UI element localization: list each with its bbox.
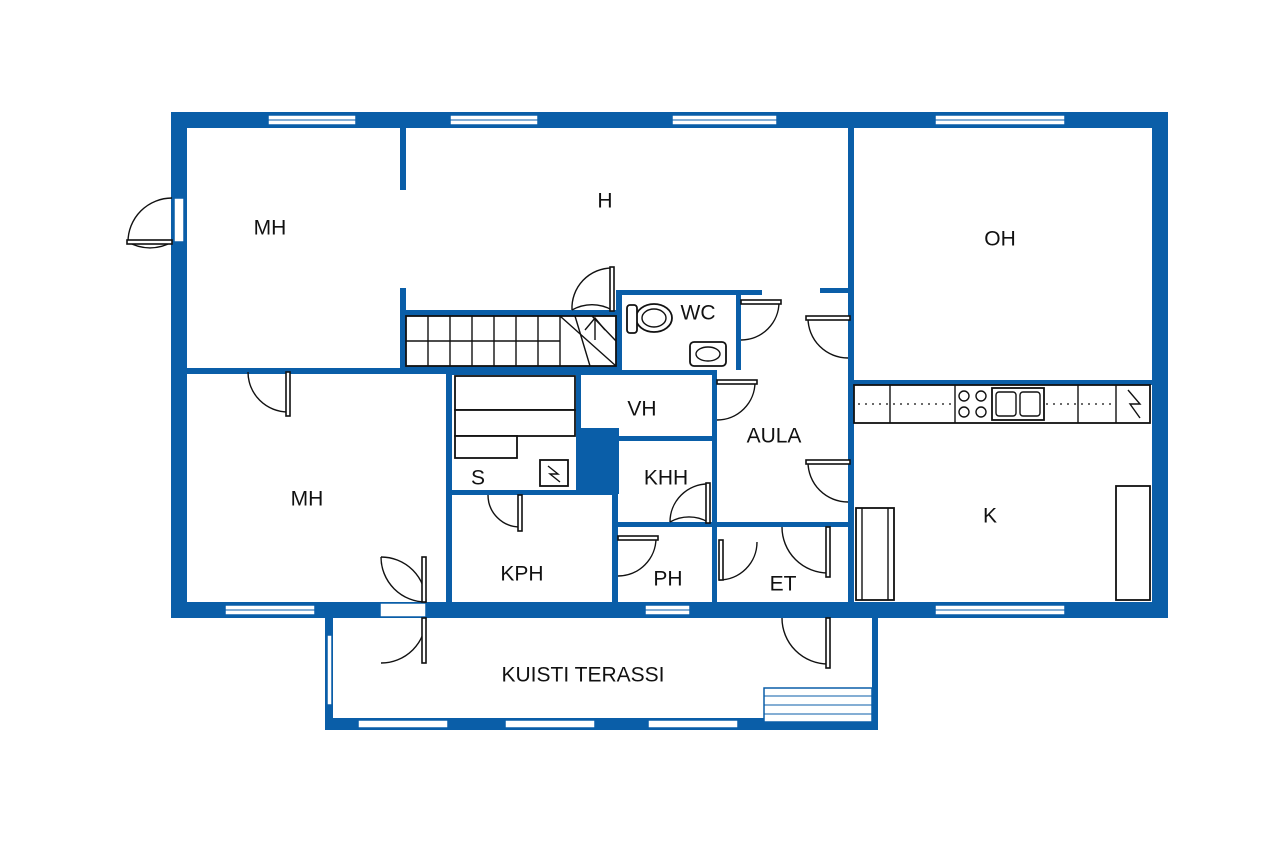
room-label-ph: PH: [653, 568, 682, 591]
room-label-mh-top: MH: [254, 217, 287, 240]
fridge-icon: [1115, 485, 1151, 601]
room-label-h: H: [597, 190, 612, 213]
room-labels: MH H OH WC MH VH AULA S KHH K KPH PH ET …: [254, 190, 1016, 687]
wardrobe-icon: [855, 507, 895, 601]
room-label-vh: VH: [627, 398, 656, 421]
room-label-k: K: [983, 505, 997, 528]
kitchen-sink-icon: [991, 387, 1045, 421]
room-label-s: S: [471, 467, 485, 490]
doors: [126, 197, 851, 669]
room-label-oh: OH: [984, 228, 1016, 251]
toilet-icon: [626, 303, 673, 334]
room-label-et: ET: [770, 573, 797, 596]
room-label-khh: KHH: [644, 467, 688, 490]
room-label-kph: KPH: [500, 563, 543, 586]
room-label-wc: WC: [681, 302, 716, 325]
room-label-aula: AULA: [747, 425, 802, 448]
electric-icon: [1127, 389, 1142, 419]
stove-icon: [958, 390, 987, 418]
room-label-kuisti: KUISTI TERASSI: [502, 664, 665, 687]
porch-steps: [763, 687, 873, 723]
room-label-mh-bottom: MH: [291, 488, 324, 511]
sauna-benches: [454, 375, 576, 459]
interior-walls: [187, 128, 1152, 602]
stairs-icon: [405, 315, 617, 367]
electric-icon: [539, 459, 569, 487]
sink-icon: [689, 341, 727, 367]
windows: [173, 114, 1066, 729]
